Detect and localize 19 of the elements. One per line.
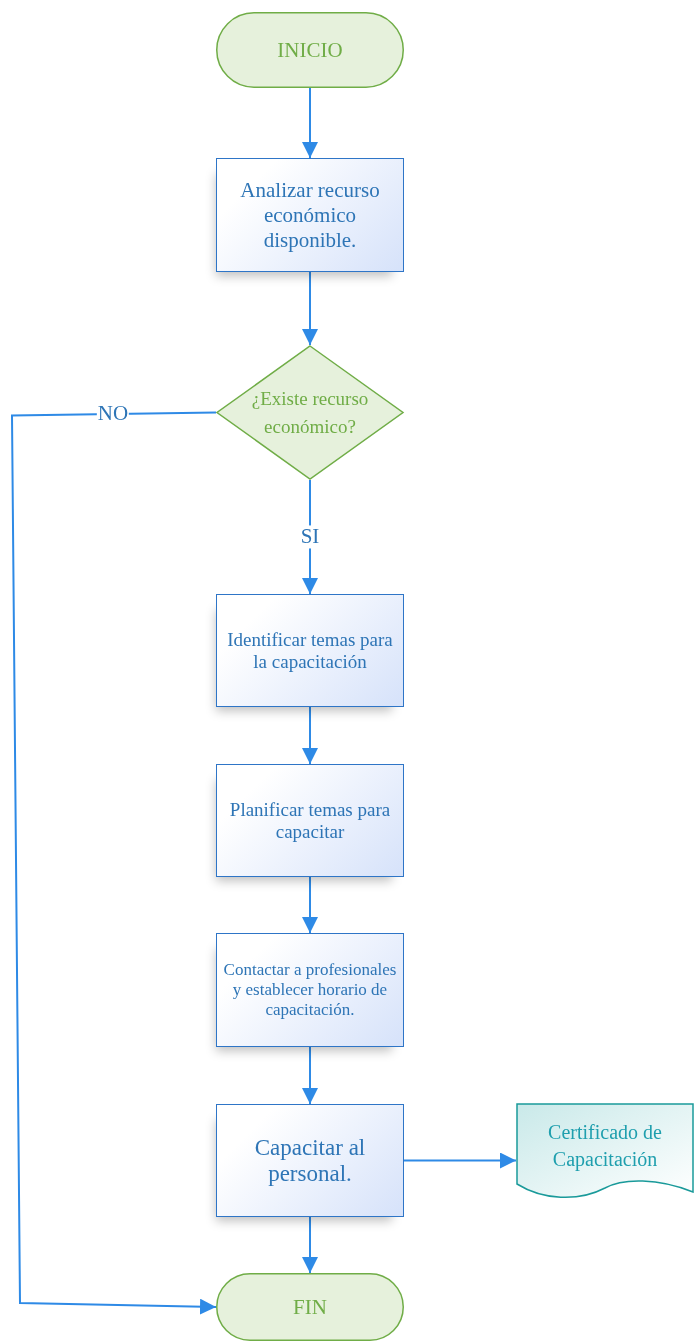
arrow bbox=[302, 271, 318, 346]
process-box: Contactar a profesionales y establecer horario de capacitación. bbox=[216, 933, 404, 1047]
arrow bbox=[403, 1152, 517, 1169]
arrow bbox=[302, 87, 318, 159]
arrow bbox=[302, 1216, 318, 1274]
terminal-shape: INICIO bbox=[216, 12, 404, 88]
process-box: Capacitar al personal. bbox=[216, 1104, 404, 1217]
terminal-shape: FIN bbox=[216, 1273, 404, 1341]
arrow bbox=[11, 411, 217, 1315]
arrow bbox=[302, 479, 318, 595]
arrow bbox=[302, 1046, 318, 1105]
process-box: Identificar temas para la capacitación bbox=[216, 594, 404, 707]
edge-label: SI bbox=[299, 525, 321, 549]
process-box: Planificar temas para capacitar bbox=[216, 764, 404, 877]
document-shape: Certificado de Capacitación bbox=[516, 1103, 694, 1200]
decision-diamond: ¿Existe recurso económico? bbox=[216, 345, 404, 480]
arrow bbox=[302, 706, 318, 765]
arrow bbox=[302, 876, 318, 934]
process-box: Analizar recurso económico disponible. bbox=[216, 158, 404, 272]
